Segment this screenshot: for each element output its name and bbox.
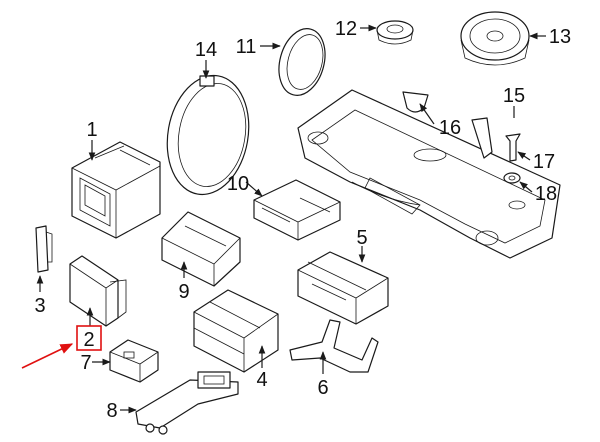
callout-2: 2 (83, 329, 94, 351)
callout-4: 4 (256, 369, 267, 391)
mounting-plate-part (135, 371, 239, 435)
small-speaker-part (278, 28, 326, 96)
callout-8: 8 (106, 400, 117, 422)
callout-13: 13 (549, 26, 571, 48)
highlight-box (76, 325, 102, 351)
trim-clip-part (471, 117, 493, 159)
tweeter-part (376, 20, 414, 45)
cage-bracket-part (297, 251, 389, 325)
head-unit-part (71, 141, 161, 239)
callout-3: 3 (34, 295, 45, 317)
callout-11: 11 (236, 36, 257, 58)
callout-labels: 1 2 3 4 5 6 7 8 9 10 11 12 13 14 15 16 1… (34, 18, 571, 422)
leader-lines (36, 24, 546, 414)
large-speaker-part (166, 74, 250, 196)
callout-6: 6 (317, 377, 328, 399)
storage-box-part (193, 289, 279, 373)
chassis-part (253, 179, 341, 241)
side-bracket-part (35, 225, 53, 273)
callout-1: 1 (86, 119, 97, 141)
receiver-box-part (161, 211, 241, 287)
callout-15: 15 (503, 85, 525, 107)
rear-console-part (297, 89, 561, 259)
callout-10: 10 (227, 173, 249, 195)
callout-14: 14 (195, 39, 217, 61)
washer-part (503, 172, 521, 184)
small-module-part (109, 339, 159, 383)
callout-18: 18 (535, 183, 557, 205)
speaker-part (460, 11, 530, 66)
screw-part (505, 133, 521, 162)
highlight-arrow (21, 343, 74, 369)
control-module-part (69, 255, 127, 327)
callout-7: 7 (80, 352, 91, 374)
callout-17: 17 (533, 151, 555, 173)
callout-5: 5 (356, 227, 367, 249)
callout-12: 12 (335, 18, 357, 40)
callout-9: 9 (178, 281, 189, 303)
holder-bracket-part (289, 319, 379, 373)
callout-16: 16 (439, 117, 461, 139)
vent-cap-part (402, 91, 429, 113)
